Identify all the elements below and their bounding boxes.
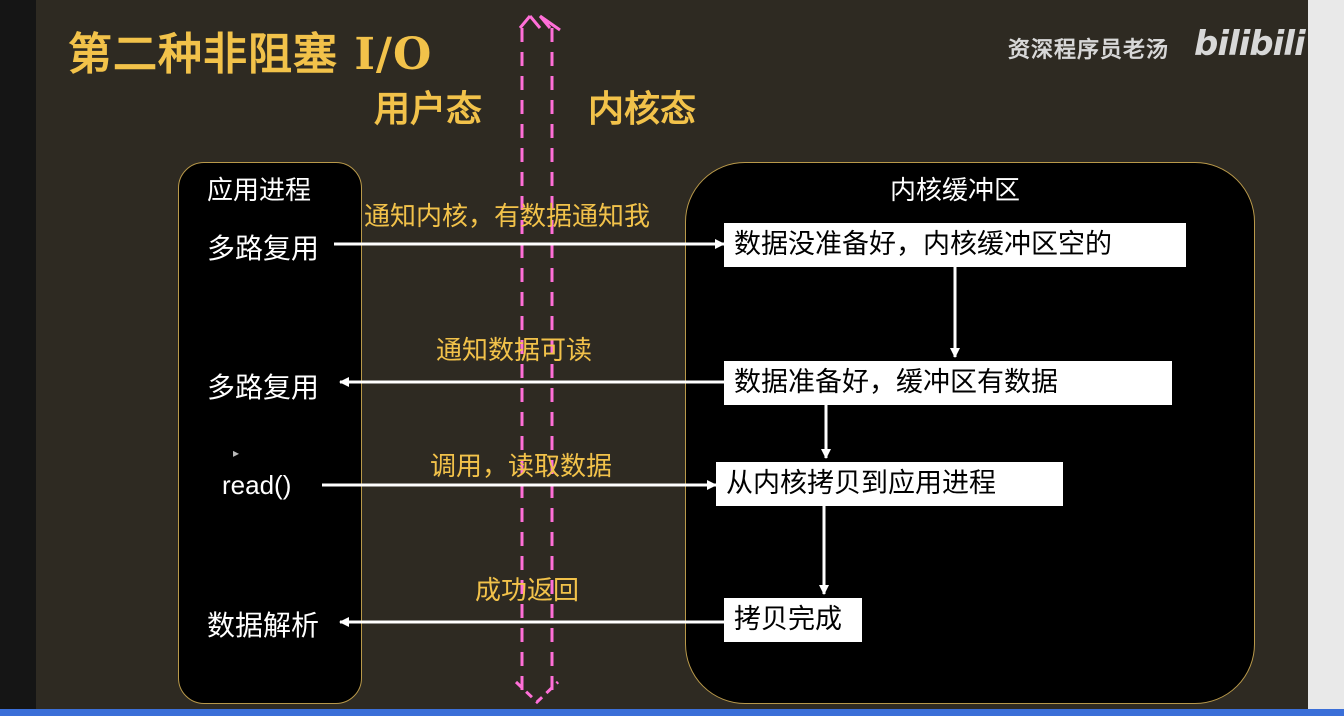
msg-call-read: 调用，读取数据: [430, 452, 613, 482]
bilibili-logo: bilibili: [1194, 24, 1306, 64]
brand-text: 资深程序员老汤: [1008, 38, 1170, 63]
state-data-not-ready: 数据没准备好，内核缓冲区空的: [724, 223, 1186, 267]
right-frame: [1308, 0, 1344, 716]
state-copy-to-app: 从内核拷贝到应用进程: [716, 462, 1063, 506]
left-frame: [0, 0, 36, 716]
user-mode-label: 用户态: [374, 89, 483, 130]
msg-return-success: 成功返回: [475, 576, 580, 606]
slide-title: 第二种非阻塞 I/O: [68, 29, 433, 80]
step-multiplex-2: 多路复用: [207, 371, 320, 404]
kernel-mode-label: 内核态: [588, 89, 697, 130]
state-data-ready: 数据准备好，缓冲区有数据: [724, 361, 1172, 405]
app-panel-title: 应用进程: [207, 176, 312, 206]
mouse-cursor-icon: ▸: [233, 446, 240, 460]
user-kernel-boundary: [514, 14, 561, 705]
msg-notify-readable: 通知数据可读: [436, 336, 593, 366]
step-read: read(): [222, 470, 292, 500]
bottom-progress-bar[interactable]: [0, 709, 1344, 716]
msg-notify-kernel: 通知内核，有数据通知我: [364, 202, 651, 232]
step-parse-data: 数据解析: [207, 609, 320, 642]
kernel-panel-title: 内核缓冲区: [890, 176, 1021, 206]
step-multiplex-1: 多路复用: [207, 232, 320, 265]
app-process-panel: [178, 162, 362, 704]
state-copy-done: 拷贝完成: [724, 598, 862, 642]
